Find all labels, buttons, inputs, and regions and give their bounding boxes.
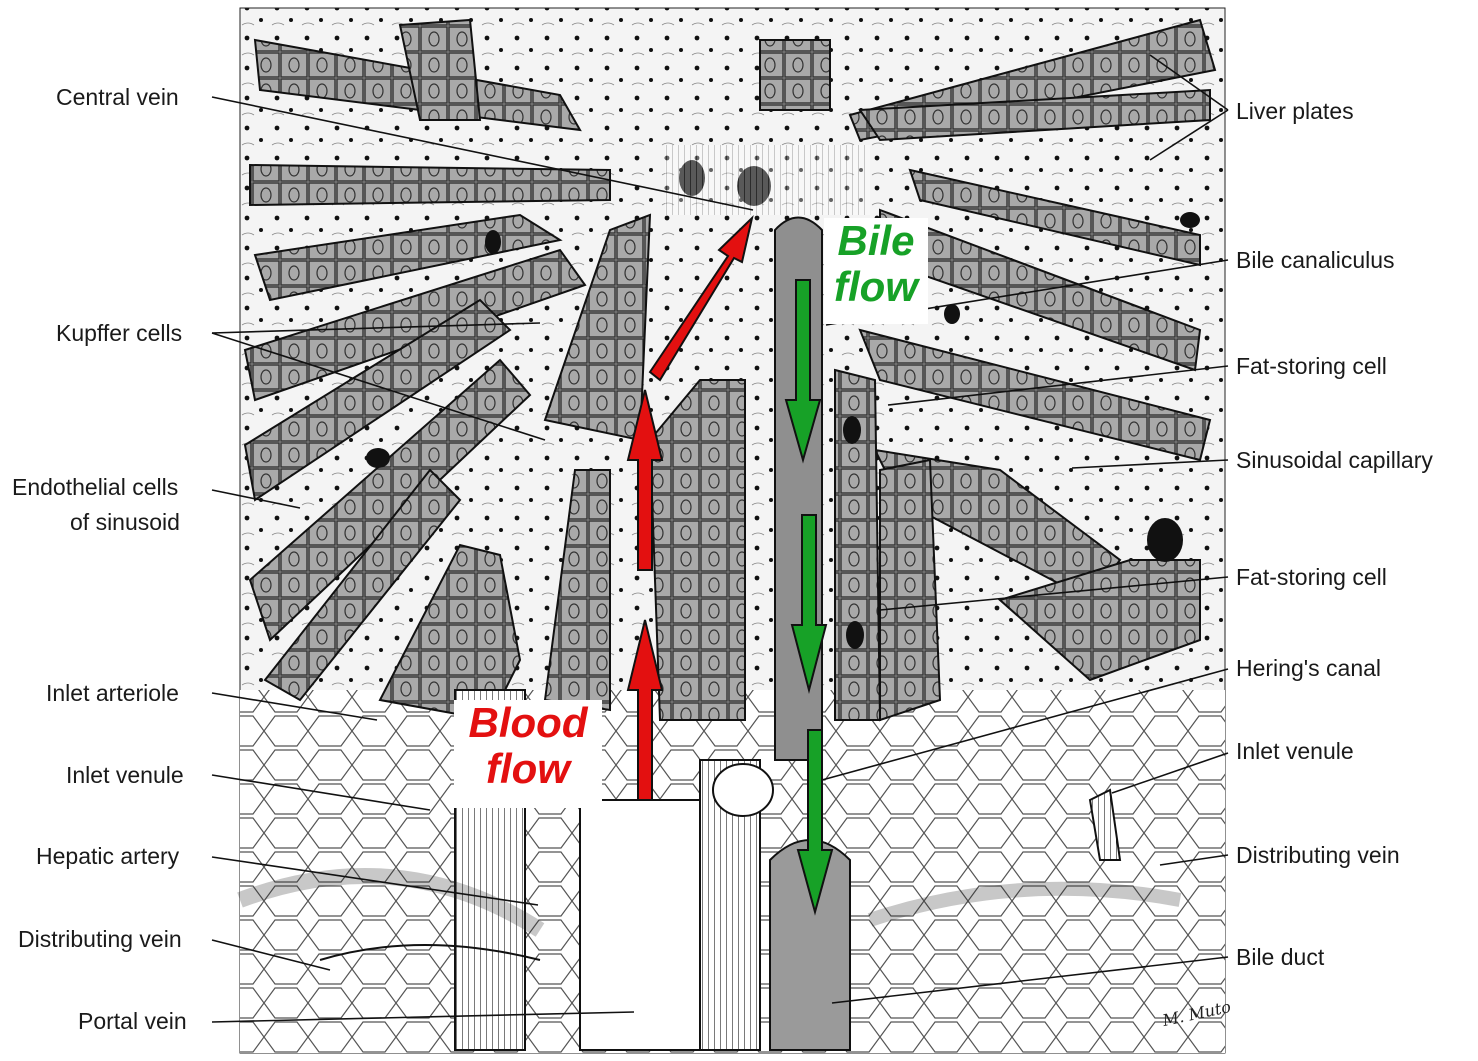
blood-flow-line2: flow bbox=[458, 746, 598, 792]
label-distributing-vein-left: Distributing vein bbox=[18, 926, 182, 954]
label-of-sinusoid: of sinusoid bbox=[70, 509, 180, 537]
label-bile-canaliculus: Bile canaliculus bbox=[1236, 247, 1395, 275]
label-inlet-venule-right: Inlet venule bbox=[1236, 738, 1354, 766]
bile-flow-annotation: Bile flow bbox=[824, 218, 928, 324]
label-sinusoidal-capillary: Sinusoidal capillary bbox=[1236, 447, 1433, 475]
label-kupffer-cells: Kupffer cells bbox=[56, 320, 182, 348]
label-bile-duct: Bile duct bbox=[1236, 944, 1324, 972]
label-central-vein: Central vein bbox=[56, 84, 179, 112]
label-portal-vein: Portal vein bbox=[78, 1008, 187, 1036]
label-distributing-vein-right: Distributing vein bbox=[1236, 842, 1400, 870]
central-vein-stripes bbox=[665, 145, 870, 215]
label-fat-storing-cell-1: Fat-storing cell bbox=[1236, 353, 1387, 381]
label-hepatic-artery: Hepatic artery bbox=[36, 843, 179, 871]
bile-flow-line1: Bile bbox=[828, 218, 924, 264]
label-endothelial-cells: Endothelial cells bbox=[12, 474, 178, 502]
label-inlet-venule-left: Inlet venule bbox=[66, 762, 184, 790]
label-liver-plates: Liver plates bbox=[1236, 98, 1354, 126]
label-inlet-arteriole: Inlet arteriole bbox=[46, 680, 179, 708]
label-herings-canal: Hering's canal bbox=[1236, 655, 1381, 683]
blood-flow-annotation: Blood flow bbox=[454, 700, 602, 808]
label-fat-storing-cell-2: Fat-storing cell bbox=[1236, 564, 1387, 592]
blood-flow-line1: Blood bbox=[458, 700, 598, 746]
bile-flow-line2: flow bbox=[828, 264, 924, 310]
